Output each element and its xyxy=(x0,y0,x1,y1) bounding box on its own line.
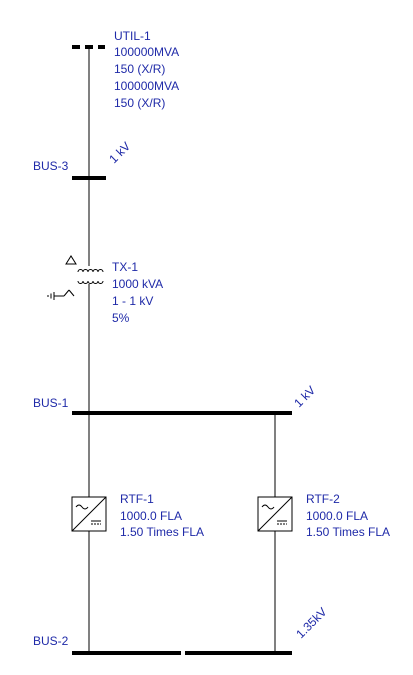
rtf-2-name: RTF-2 xyxy=(306,492,340,506)
rtf-1-name: RTF-1 xyxy=(120,492,154,506)
rtf-2-fla: 1000.0 FLA xyxy=(306,509,368,523)
rtf-1-multiplier: 1.50 Times FLA xyxy=(120,525,204,539)
rtf-1-fla: 1000.0 FLA xyxy=(120,509,182,523)
utility-name: UTIL-1 xyxy=(114,29,151,43)
rectifier-rtf-2[interactable] xyxy=(257,496,293,532)
wye-arm-1 xyxy=(63,289,70,297)
utility-line-4: 150 (X/R) xyxy=(114,96,165,110)
bus-1-voltage: 1 kV xyxy=(291,383,318,410)
bus-1-name: BUS-1 xyxy=(33,396,69,410)
rectifier-diagonal xyxy=(71,496,107,532)
ac-wave-icon xyxy=(261,504,275,510)
ac-wave-icon xyxy=(75,504,89,510)
transformer-name: TX-1 xyxy=(112,260,138,274)
secondary-winding-icon xyxy=(77,280,104,284)
wye-arm-2 xyxy=(68,289,75,297)
bus-2-name: BUS-2 xyxy=(33,634,69,648)
transformer-voltage: 1 - 1 kV xyxy=(112,294,153,308)
utility-line-3: 100000MVA xyxy=(114,79,179,93)
utility-line-2: 150 (X/R) xyxy=(114,62,165,76)
bus-3-name: BUS-3 xyxy=(33,159,69,173)
transformer-impedance: 5% xyxy=(112,311,130,325)
utility-line-1: 100000MVA xyxy=(114,45,179,59)
transformer-symbol[interactable] xyxy=(47,255,104,300)
rectifier-diagonal xyxy=(257,496,293,532)
bus-2-voltage: 1.35kV xyxy=(293,605,329,641)
transformer-rating: 1000 kVA xyxy=(112,277,163,291)
primary-winding-icon xyxy=(77,269,104,273)
rtf-2-multiplier: 1.50 Times FLA xyxy=(306,525,390,539)
bus-3-voltage: 1 kV xyxy=(106,139,133,166)
rectifier-rtf-1[interactable] xyxy=(71,496,107,532)
delta-icon xyxy=(65,255,77,265)
